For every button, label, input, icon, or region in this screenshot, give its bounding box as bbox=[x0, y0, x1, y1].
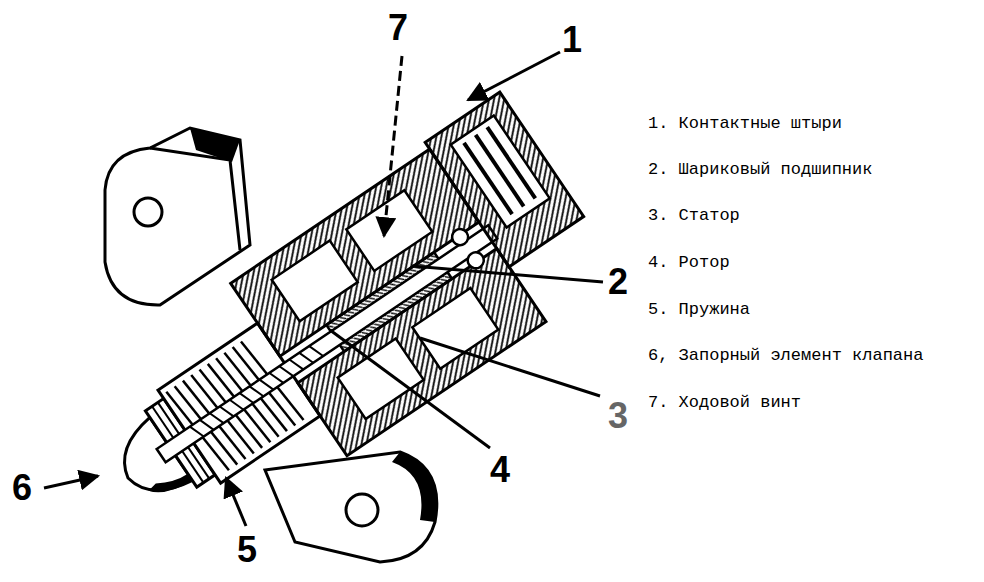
screw-thread bbox=[190, 343, 323, 440]
callout-number: 1 bbox=[562, 20, 582, 60]
callout-number: 4 bbox=[490, 450, 510, 490]
mounting-hole bbox=[134, 198, 162, 226]
callout-number: 6 bbox=[12, 468, 32, 508]
key-entry: 7. Ходовой винт bbox=[648, 391, 801, 415]
key-entry: 2. Шариковый подшипник bbox=[648, 158, 872, 182]
key-entry: 1. Контактные штыри bbox=[648, 112, 842, 136]
connector-housing bbox=[425, 92, 583, 267]
mounting-hole bbox=[346, 494, 378, 526]
callout-number: 5 bbox=[237, 530, 257, 570]
flange-shade bbox=[392, 452, 437, 522]
valve-body bbox=[65, 92, 620, 564]
ball-bearing bbox=[465, 249, 487, 271]
ear-edge bbox=[150, 148, 240, 250]
mounting-ear bbox=[105, 128, 250, 305]
key-entry: 4. Ротор bbox=[648, 251, 730, 275]
connector-socket bbox=[451, 115, 550, 227]
leader-line bbox=[330, 330, 490, 448]
leader-line bbox=[384, 56, 402, 236]
leader-line bbox=[412, 266, 603, 282]
leader-line bbox=[226, 478, 246, 526]
ball-bearing bbox=[449, 226, 471, 248]
callout-number: 2 bbox=[608, 262, 628, 302]
callout-number: 3 bbox=[608, 396, 628, 436]
stator-winding bbox=[338, 338, 424, 419]
mounting-flange bbox=[265, 452, 437, 562]
contact-pin bbox=[487, 127, 535, 198]
lead-screw bbox=[157, 225, 498, 462]
key-entry: 5. Пружина bbox=[648, 298, 750, 322]
callout-number: 7 bbox=[388, 8, 408, 48]
key-entry: 6, Запорный элемент клапана bbox=[648, 344, 923, 368]
key-entry: 3. Статор bbox=[648, 204, 740, 228]
ear-shade bbox=[190, 128, 240, 162]
stator-winding bbox=[346, 190, 432, 271]
leader-line bbox=[44, 476, 98, 488]
stator-winding bbox=[412, 288, 498, 369]
leader-line bbox=[468, 52, 560, 100]
stator-winding bbox=[272, 241, 358, 322]
leader-line bbox=[420, 338, 600, 396]
